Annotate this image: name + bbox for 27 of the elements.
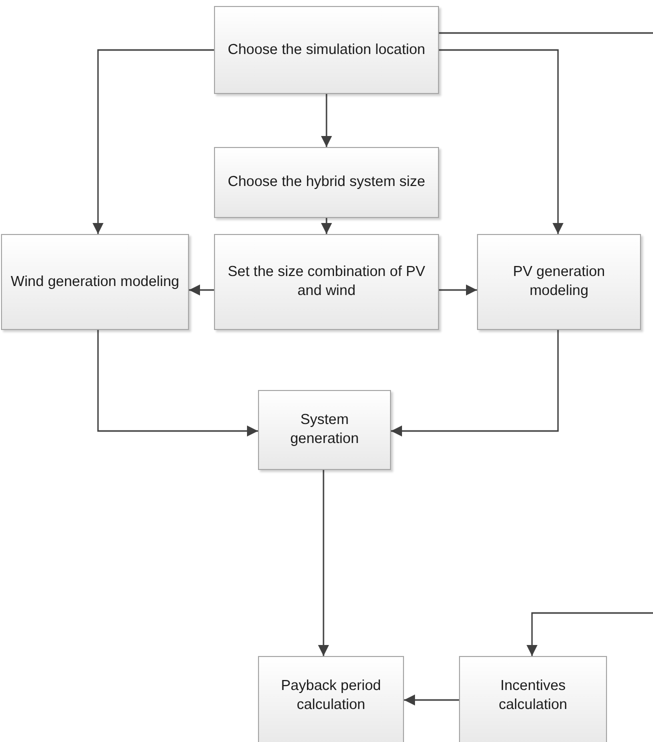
process-box	[258, 656, 404, 742]
box-label: Choose the simulation location	[228, 40, 426, 60]
box-label: PV generation modeling	[512, 263, 606, 301]
arrow	[439, 49, 564, 234]
process-box	[214, 6, 439, 94]
process-box	[477, 234, 641, 330]
arrow	[439, 284, 477, 296]
process-box	[214, 147, 439, 218]
arrow	[318, 470, 329, 656]
box-label: Incentives calculation	[498, 677, 568, 715]
arrow	[321, 218, 332, 234]
process-box	[214, 234, 439, 330]
arrow	[92, 49, 214, 234]
process-box	[1, 234, 189, 330]
arrow	[404, 694, 459, 706]
arrow	[189, 284, 214, 296]
process-box	[459, 656, 607, 742]
arrow	[321, 94, 332, 147]
box-label: Choose the hybrid system size	[228, 173, 426, 192]
box-label: Payback period calculation	[280, 677, 382, 715]
process-box	[258, 390, 391, 470]
arrow	[97, 330, 258, 436]
arrow	[391, 330, 559, 436]
box-label: System generation	[289, 411, 360, 449]
box-label: Wind generation modeling	[10, 272, 180, 292]
arrow	[526, 612, 653, 656]
box-label: Set the size combination of PV and wind	[226, 263, 426, 301]
